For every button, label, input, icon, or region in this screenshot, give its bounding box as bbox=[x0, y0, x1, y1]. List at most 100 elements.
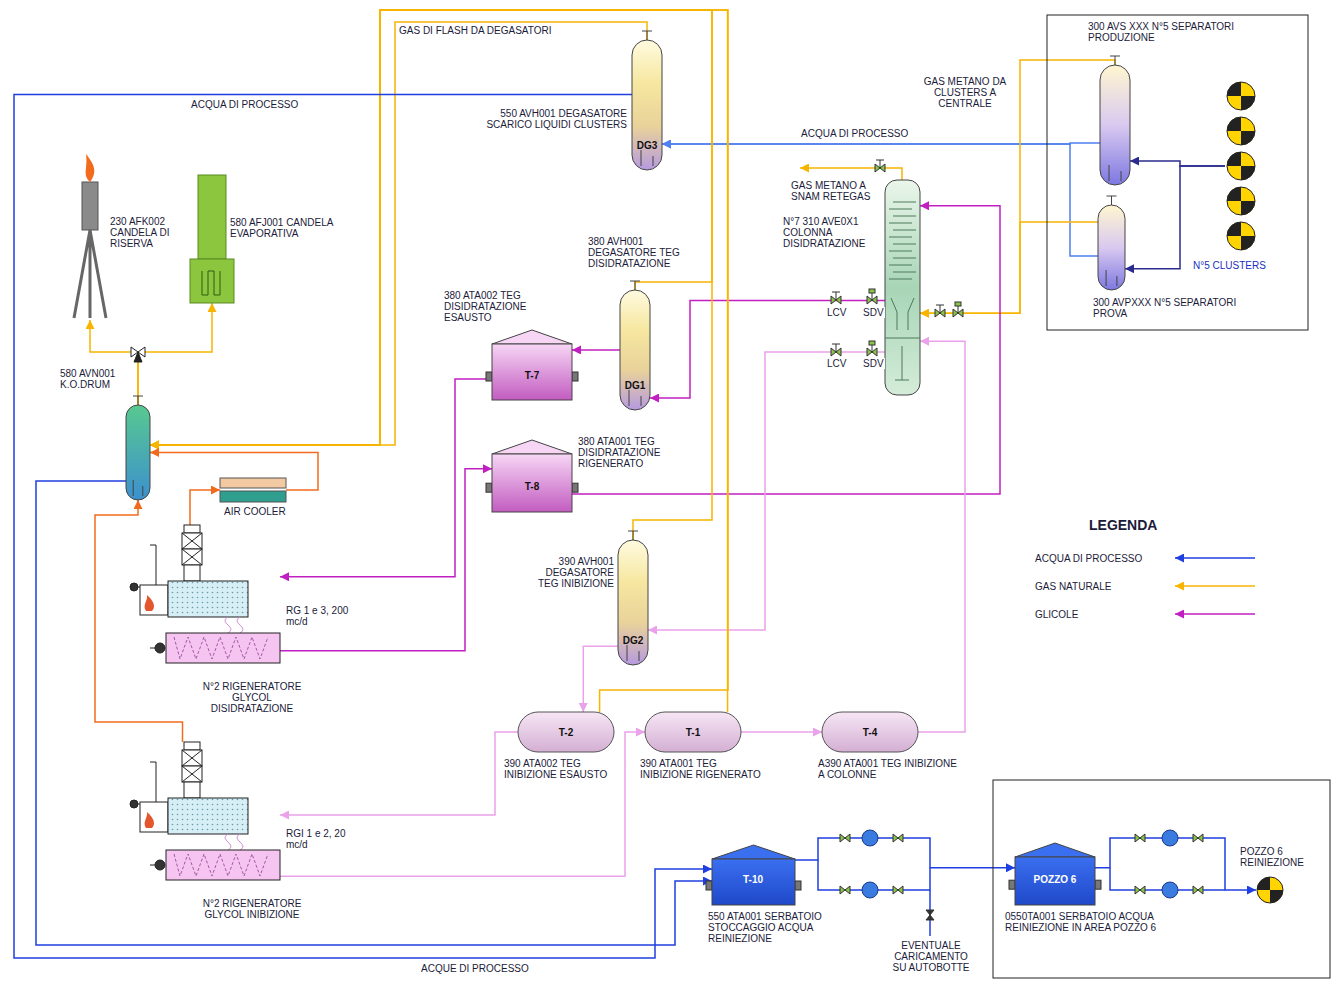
equipment-label: 380 AVH001 DEGASATORE TEG DISIDRATAZIONE bbox=[588, 236, 696, 269]
water-tank-shape bbox=[706, 881, 712, 890]
glycol-regenerator-shape bbox=[168, 798, 248, 834]
storage-tank-shape bbox=[492, 440, 572, 454]
glycol-regenerator-shape bbox=[130, 525, 280, 663]
equipment-label: 390 ATA001 TEG INIBIZIONE RIGENERATO bbox=[640, 758, 770, 780]
storage-tank-shape bbox=[572, 483, 578, 492]
equipment-label: N°7 310 AVE0X1 COLONNA DISIDRATAZIONE bbox=[783, 216, 881, 249]
legend-swatch bbox=[1175, 613, 1255, 615]
degasser-vessel-shape bbox=[641, 150, 653, 166]
valve-symbol bbox=[869, 341, 875, 345]
dehydration-column-shape bbox=[885, 202, 920, 380]
note-label: LEGENDA bbox=[1088, 517, 1158, 533]
tag-number: T-8 bbox=[525, 481, 539, 492]
equipment-label: 230 AFK002 CANDELA DI RISERVA bbox=[110, 216, 182, 249]
process-line bbox=[280, 379, 492, 577]
water-tank: T-10550 ATA001 SERBATOIO STOCCAGGIO ACQU… bbox=[712, 845, 795, 905]
glycol-regenerator-shape bbox=[184, 525, 200, 533]
dehydration-column-shape bbox=[885, 298, 920, 338]
process-line bbox=[36, 481, 712, 945]
injection-well-shape bbox=[1257, 877, 1270, 890]
equipment-label: 300 AVPXXX N°5 SEPARATORI PROVA bbox=[1093, 297, 1243, 319]
cluster-wells-shape bbox=[1241, 96, 1255, 110]
equipment-label: 550 AVH001 DEGASATORE SCARICO LIQUIDI CL… bbox=[467, 108, 627, 130]
cluster-wells-shape bbox=[1227, 187, 1255, 215]
process-line bbox=[572, 206, 1000, 494]
horizontal-tank: T-2390 ATA002 TEG INIBIZIONE ESAUSTO bbox=[518, 712, 614, 752]
tag-number: T-1 bbox=[686, 727, 700, 738]
ko-drum-shape bbox=[133, 480, 143, 496]
glycol-regenerator: RGI 1 e 2, 20 mc/dN°2 RIGENERATORE GLYCO… bbox=[130, 742, 280, 888]
equipment-label: AIR COOLER bbox=[224, 506, 314, 517]
dehydration-column-shape bbox=[893, 202, 916, 203]
injection-well-shape bbox=[1257, 877, 1283, 903]
process-line bbox=[1095, 838, 1256, 890]
flow-label: GAS DI FLASH DA DEGASATORI bbox=[398, 25, 552, 36]
degasser-vessel-shape bbox=[632, 40, 662, 170]
storage-tank-shape bbox=[572, 372, 578, 381]
valve-symbol bbox=[926, 910, 934, 920]
test-separator-shape bbox=[1106, 270, 1117, 286]
dehydration-column-shape bbox=[889, 209, 912, 210]
equipment-label: 300 AVS XXX N°5 SEPARATORI PRODUZIONE bbox=[1088, 21, 1236, 43]
degasser-vessel: DG1380 AVH001 DEGASATORE TEG DISIDRATAZI… bbox=[620, 290, 650, 410]
legend-swatch bbox=[1175, 557, 1255, 559]
legend-text: GAS NATURALE bbox=[1035, 581, 1112, 592]
injection-well: POZZO 6 REINIEZIONE bbox=[1256, 876, 1284, 904]
valve-symbol bbox=[893, 886, 903, 894]
note-label: SDV bbox=[862, 358, 885, 369]
process-line bbox=[280, 732, 645, 876]
process-line bbox=[14, 95, 712, 958]
process-line bbox=[741, 731, 822, 733]
process-line bbox=[190, 490, 220, 525]
glycol-regenerator-shape bbox=[155, 643, 165, 653]
water-tank-shape bbox=[712, 859, 795, 905]
glycol-regenerator-shape bbox=[166, 850, 280, 880]
degasser-vessel: DG3550 AVH001 DEGASATORE SCARICO LIQUIDI… bbox=[632, 40, 662, 170]
valve-symbol bbox=[1135, 886, 1145, 894]
tag-number: T-7 bbox=[525, 370, 539, 381]
glycol-regenerator-shape bbox=[145, 595, 154, 611]
storage-tank: T-7380 ATA002 TEG DISIDRATAZIONE ESAUSTO bbox=[492, 330, 572, 400]
valve-symbol bbox=[832, 292, 840, 300]
cluster-wells-shape bbox=[1227, 222, 1241, 236]
glycol-regenerator-shape bbox=[184, 782, 200, 798]
glycol-regenerator-shape bbox=[150, 750, 202, 802]
test-separator-shape bbox=[1107, 196, 1117, 205]
note-label: GAS METANO A SNAM RETEGAS bbox=[790, 180, 876, 202]
glycol-regenerator-shape bbox=[184, 742, 200, 750]
water-tank-shape bbox=[712, 845, 795, 859]
degasser-vessel-shape bbox=[632, 40, 662, 170]
storage-tank-shape bbox=[486, 483, 492, 492]
note-label: LCV bbox=[826, 307, 847, 318]
valve-symbol bbox=[872, 345, 873, 352]
cluster-wells-shape bbox=[1241, 201, 1255, 215]
degasser-vessel-shape bbox=[620, 290, 650, 410]
injection-well-shape bbox=[1270, 890, 1283, 903]
cluster-wells-shape bbox=[1227, 117, 1241, 131]
valve-symbol bbox=[840, 886, 850, 894]
glycol-regenerator-shape bbox=[155, 860, 165, 870]
test-separator-shape bbox=[1098, 205, 1125, 290]
cluster-wells-shape bbox=[1241, 236, 1255, 250]
well-area-frame bbox=[993, 780, 1330, 978]
glycol-regenerator-shape bbox=[145, 812, 154, 828]
production-separator-shape bbox=[1110, 56, 1120, 65]
storage-tank: T-8380 ATA001 TEG DISIDRATAZIONE RIGENER… bbox=[492, 440, 572, 512]
process-line bbox=[1125, 166, 1225, 269]
process-line bbox=[280, 732, 518, 815]
water-tank-shape bbox=[1009, 880, 1015, 889]
flow-label: GAS METANO DA CLUSTERS A CENTRALE bbox=[918, 76, 1012, 109]
tag-number: T-10 bbox=[743, 874, 763, 885]
equipment-label: N°5 CLUSTERS bbox=[1193, 260, 1293, 271]
evaporative-flare-shape bbox=[190, 175, 234, 303]
dehydration-column-shape bbox=[893, 244, 916, 245]
ko-drum-shape bbox=[126, 405, 150, 500]
equipment-label: N°2 RIGENERATORE GLYCOL DISIDRATAZIONE bbox=[192, 681, 312, 714]
process-line bbox=[150, 10, 728, 712]
valve-symbol bbox=[840, 834, 1203, 920]
note-label: LCV bbox=[826, 358, 847, 369]
equipment-label: 580 AVN001 K.O.DRUM bbox=[60, 368, 130, 390]
cluster-wells-shape bbox=[1225, 80, 1257, 252]
glycol-regenerator-shape bbox=[174, 637, 268, 659]
process-line bbox=[920, 222, 1098, 313]
